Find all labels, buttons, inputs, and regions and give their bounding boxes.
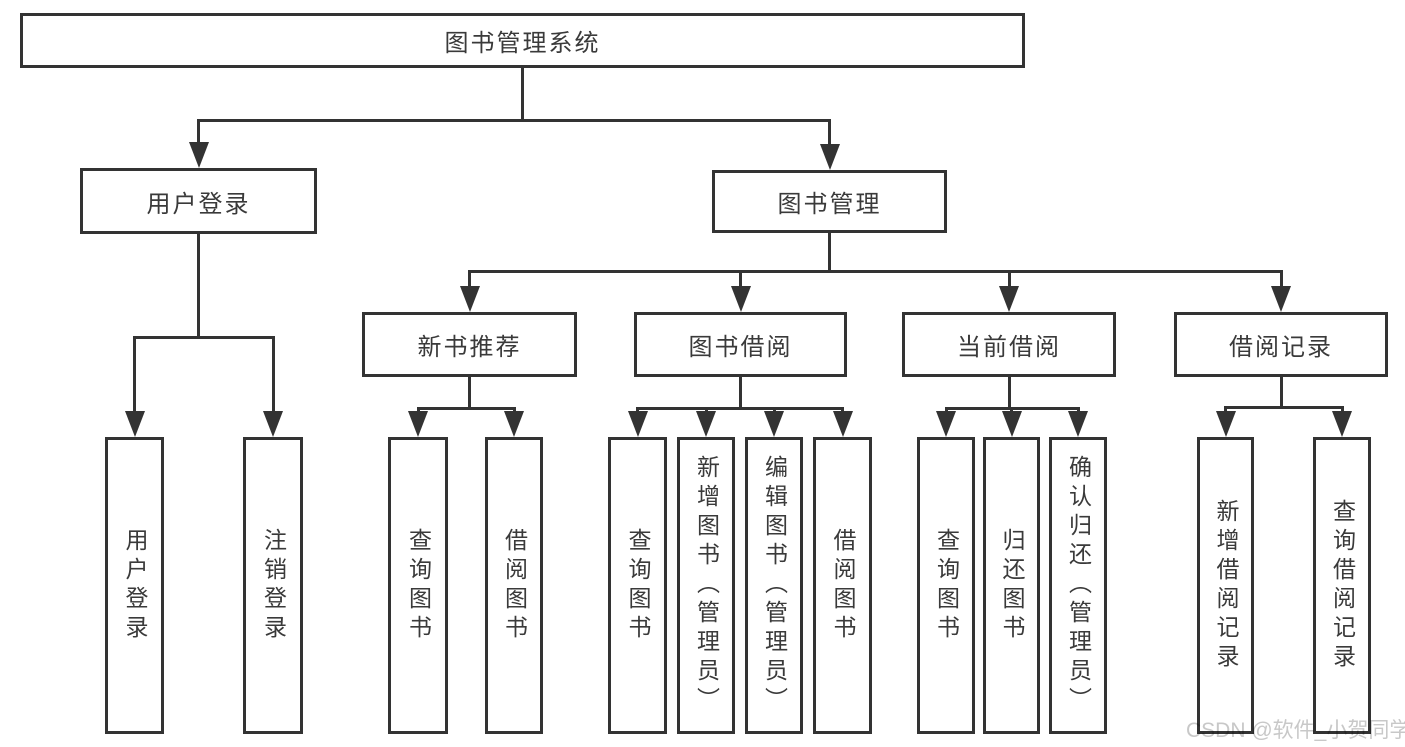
node-current-borrowing: 当前借阅 bbox=[902, 312, 1116, 377]
connector-trunk-user-login bbox=[197, 234, 200, 339]
connector-drop-book-management bbox=[828, 122, 831, 145]
connector-bar-new-book-recommendation bbox=[416, 407, 516, 410]
node-book-borrowing: 图书借阅 bbox=[634, 312, 847, 377]
arrow-down-icon bbox=[1215, 411, 1236, 437]
connector-trunk-book-borrowing bbox=[739, 377, 742, 410]
connector-drop-borrowing-records bbox=[1279, 273, 1283, 287]
node-label-leaf-edit-books-admin: 编辑图书（管理员） bbox=[761, 455, 788, 716]
node-leaf-query-borrow-record: 查询借阅记录 bbox=[1313, 437, 1371, 734]
arrow-down-icon bbox=[819, 144, 840, 170]
node-label-leaf-borrow-books-borrowing: 借阅图书 bbox=[830, 527, 856, 644]
node-label-leaf-query-books-current: 查询图书 bbox=[933, 527, 960, 644]
connector-drop-book-borrowing bbox=[739, 273, 742, 287]
connector-trunk-new-book-recommendation bbox=[468, 377, 471, 410]
connector-drop-leaf-add-borrow-record bbox=[1224, 409, 1227, 412]
arrow-down-icon bbox=[1332, 411, 1352, 437]
node-leaf-user-login: 用户登录 bbox=[105, 437, 164, 734]
arrow-down-icon bbox=[504, 411, 524, 437]
node-label-new-book-recommendation: 新书推荐 bbox=[417, 334, 522, 361]
node-label-leaf-logout: 注销登录 bbox=[260, 527, 287, 644]
connector-trunk-system-root bbox=[521, 68, 524, 122]
arrow-down-icon bbox=[627, 411, 648, 437]
connector-drop-leaf-user-login bbox=[133, 339, 136, 412]
connector-drop-leaf-query-borrow-record bbox=[1340, 409, 1344, 412]
node-label-leaf-add-borrow-record: 新增借阅记录 bbox=[1213, 498, 1239, 673]
connector-bar-book-borrowing bbox=[636, 407, 844, 410]
node-leaf-edit-books-admin: 编辑图书（管理员） bbox=[745, 437, 803, 734]
node-label-leaf-borrow-books-recommend: 借阅图书 bbox=[501, 527, 528, 644]
node-leaf-borrow-books-recommend: 借阅图书 bbox=[485, 437, 543, 734]
node-label-book-management: 图书管理 bbox=[777, 191, 882, 218]
connector-trunk-borrowing-records bbox=[1279, 377, 1283, 409]
connector-drop-leaf-logout bbox=[271, 339, 275, 412]
node-borrowing-records: 借阅记录 bbox=[1174, 312, 1388, 377]
node-label-current-borrowing: 当前借阅 bbox=[957, 334, 1061, 361]
arrow-down-icon bbox=[730, 286, 751, 312]
arrow-down-icon bbox=[999, 286, 1019, 312]
node-leaf-query-books-borrowing: 查询图书 bbox=[608, 437, 667, 734]
connector-bar-system-root bbox=[197, 119, 831, 122]
arrow-down-icon bbox=[124, 411, 145, 437]
connector-trunk-current-borrowing bbox=[1007, 377, 1011, 410]
connector-drop-current-borrowing bbox=[1007, 273, 1011, 287]
node-leaf-query-books-recommend: 查询图书 bbox=[388, 437, 448, 734]
node-label-system-root: 图书管理系统 bbox=[444, 30, 601, 57]
connector-bar-borrowing-records bbox=[1224, 406, 1344, 409]
node-new-book-recommendation: 新书推荐 bbox=[362, 312, 577, 377]
connector-bar-book-management bbox=[468, 270, 1283, 273]
arrow-down-icon bbox=[832, 411, 853, 437]
connector-drop-user-login bbox=[197, 122, 200, 143]
node-leaf-query-books-current: 查询图书 bbox=[917, 437, 975, 734]
node-system-root: 图书管理系统 bbox=[20, 13, 1025, 68]
node-leaf-return-books: 归还图书 bbox=[983, 437, 1040, 734]
node-user-login: 用户登录 bbox=[80, 168, 317, 234]
arrow-down-icon bbox=[1271, 286, 1291, 312]
node-leaf-add-books-admin: 新增图书（管理员） bbox=[677, 437, 735, 734]
connector-trunk-book-management bbox=[828, 233, 831, 273]
node-label-leaf-query-books-recommend: 查询图书 bbox=[405, 527, 432, 644]
node-label-user-login: 用户登录 bbox=[146, 190, 251, 218]
connector-bar-user-login bbox=[133, 336, 275, 339]
connector-bar-current-borrowing bbox=[944, 407, 1080, 410]
node-label-leaf-user-login: 用户登录 bbox=[122, 527, 148, 644]
arrow-down-icon bbox=[459, 286, 480, 312]
arrow-down-icon bbox=[936, 411, 956, 437]
arrow-down-icon bbox=[1068, 411, 1088, 437]
connector-drop-new-book-recommendation bbox=[468, 273, 471, 287]
node-leaf-confirm-return-admin: 确认归还（管理员） bbox=[1049, 437, 1107, 734]
arrow-down-icon bbox=[408, 411, 428, 437]
node-label-leaf-query-borrow-record: 查询借阅记录 bbox=[1329, 498, 1356, 673]
arrow-down-icon bbox=[764, 411, 784, 437]
node-book-management: 图书管理 bbox=[712, 170, 947, 233]
node-label-borrowing-records: 借阅记录 bbox=[1229, 334, 1333, 361]
arrow-down-icon bbox=[263, 411, 283, 437]
node-label-leaf-add-books-admin: 新增图书（管理员） bbox=[693, 455, 720, 716]
node-leaf-logout: 注销登录 bbox=[243, 437, 303, 734]
arrow-down-icon bbox=[188, 142, 209, 168]
node-label-leaf-confirm-return-admin: 确认归还（管理员） bbox=[1065, 455, 1092, 716]
node-label-leaf-return-books: 归还图书 bbox=[999, 527, 1025, 644]
arrow-down-icon bbox=[1001, 411, 1022, 437]
arrow-down-icon bbox=[696, 411, 716, 437]
node-leaf-borrow-books-borrowing: 借阅图书 bbox=[813, 437, 872, 734]
node-label-leaf-query-books-borrowing: 查询图书 bbox=[625, 527, 651, 644]
node-leaf-add-borrow-record: 新增借阅记录 bbox=[1197, 437, 1254, 734]
node-label-book-borrowing: 图书借阅 bbox=[688, 334, 793, 361]
csdn-watermark: CSDN @软件_小贺同学 bbox=[1186, 719, 1405, 742]
